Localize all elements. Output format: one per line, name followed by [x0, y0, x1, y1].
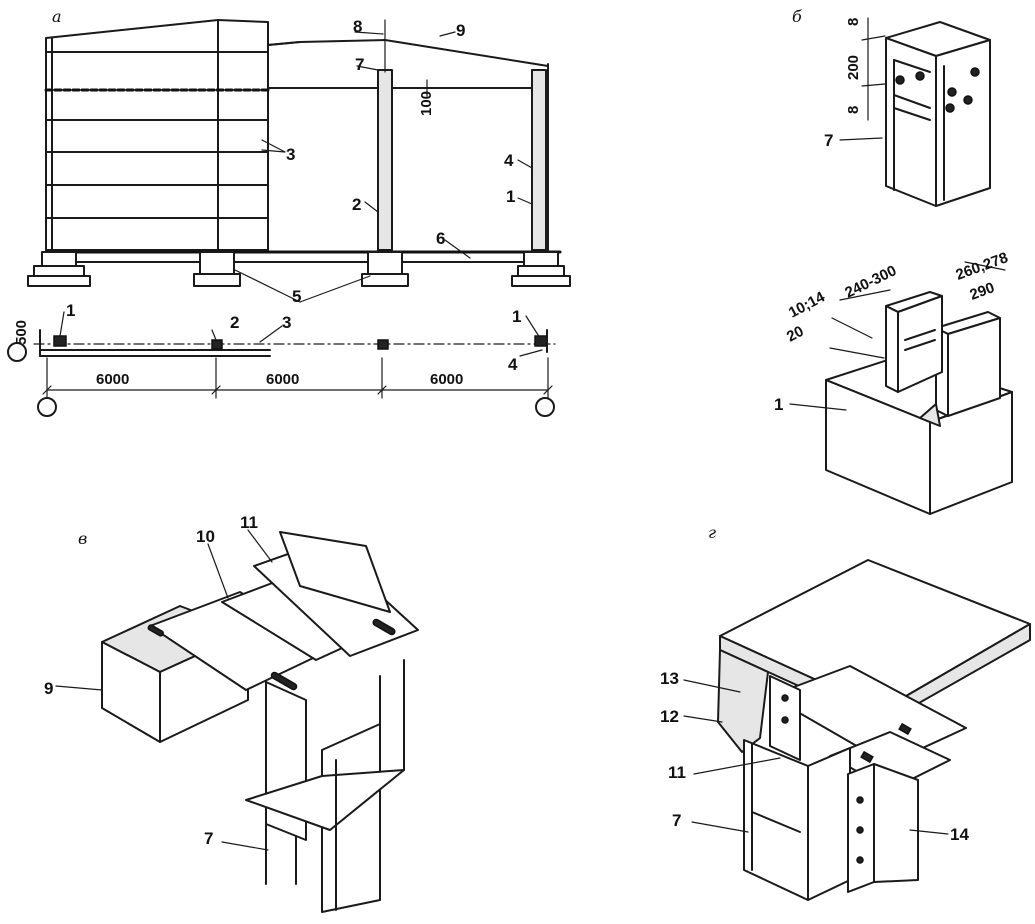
plan-column-1b	[534, 335, 548, 347]
label-4: 4	[504, 151, 514, 170]
panel-b: б 8 200 8 7	[774, 7, 1013, 515]
panel-a-plan: 1 2 3 1 4 500 6000 6000 6000	[7, 301, 556, 417]
column-1	[531, 69, 547, 251]
label-g-11: 11	[668, 763, 686, 782]
dim-240-300: 240-300	[842, 262, 899, 301]
label-v-7: 7	[204, 829, 213, 848]
plan-column-2	[211, 339, 223, 350]
label-1: 1	[506, 187, 515, 206]
label-g-13: 13	[660, 669, 679, 688]
panel-letter-v: в	[78, 529, 87, 548]
label-5: 5	[292, 287, 301, 306]
wall-panels	[45, 19, 269, 251]
bearing-plate-11	[769, 665, 967, 765]
label-g-7: 7	[672, 811, 681, 830]
dim-500: 500	[13, 320, 30, 345]
column-2	[377, 69, 393, 251]
axis-circle	[7, 342, 27, 362]
plan-label-3: 3	[282, 313, 291, 332]
panel-v: в 9 10 11 7	[44, 513, 419, 913]
panel-a-elevation: а	[27, 7, 571, 306]
label-7: 7	[355, 55, 364, 74]
dim-20: 20	[784, 323, 807, 346]
panel-g: г 13 12 11 7 14	[660, 523, 1031, 901]
label-2: 2	[352, 195, 361, 214]
foundations	[27, 251, 571, 287]
dim-8-top: 8	[845, 18, 862, 26]
column-g	[743, 739, 809, 901]
label-6: 6	[436, 229, 445, 248]
dim-290: 290	[968, 279, 997, 304]
label-g-14: 14	[950, 825, 969, 844]
plan-column-mid	[377, 339, 389, 350]
panel-letter-g: г	[708, 523, 716, 542]
dim-8-bottom: 8	[845, 106, 862, 114]
label-v-9: 9	[44, 679, 53, 698]
column-head-front	[935, 39, 991, 207]
plan-label-1b: 1	[512, 307, 521, 326]
axis-circle	[535, 397, 555, 417]
plan-label-4: 4	[508, 355, 518, 374]
panel-letter-b: б	[792, 7, 802, 26]
span-2: 6000	[266, 371, 299, 388]
dim-10-14: 10;14	[786, 288, 828, 321]
label-b-7: 7	[824, 131, 833, 150]
axis-circle	[37, 397, 57, 417]
dim-100: 100	[418, 91, 435, 116]
panel-letter-a: а	[52, 7, 62, 26]
roof-truss	[267, 39, 549, 67]
plan-label-1: 1	[66, 301, 75, 320]
plan-label-2: 2	[230, 313, 239, 332]
dim-260-278: 260,278	[954, 249, 1011, 284]
label-3: 3	[286, 145, 295, 164]
span-1: 6000	[96, 371, 129, 388]
dim-200: 200	[845, 55, 862, 80]
label-v-11: 11	[240, 513, 258, 532]
label-8: 8	[353, 17, 362, 36]
span-3: 6000	[430, 371, 463, 388]
label-g-12: 12	[660, 707, 679, 726]
label-v-10: 10	[196, 527, 215, 546]
label-b-1: 1	[774, 395, 783, 414]
anchor-bolts	[895, 67, 980, 113]
label-9: 9	[456, 21, 465, 40]
base-plate-front	[947, 317, 1001, 417]
plan-column-1	[53, 335, 67, 347]
